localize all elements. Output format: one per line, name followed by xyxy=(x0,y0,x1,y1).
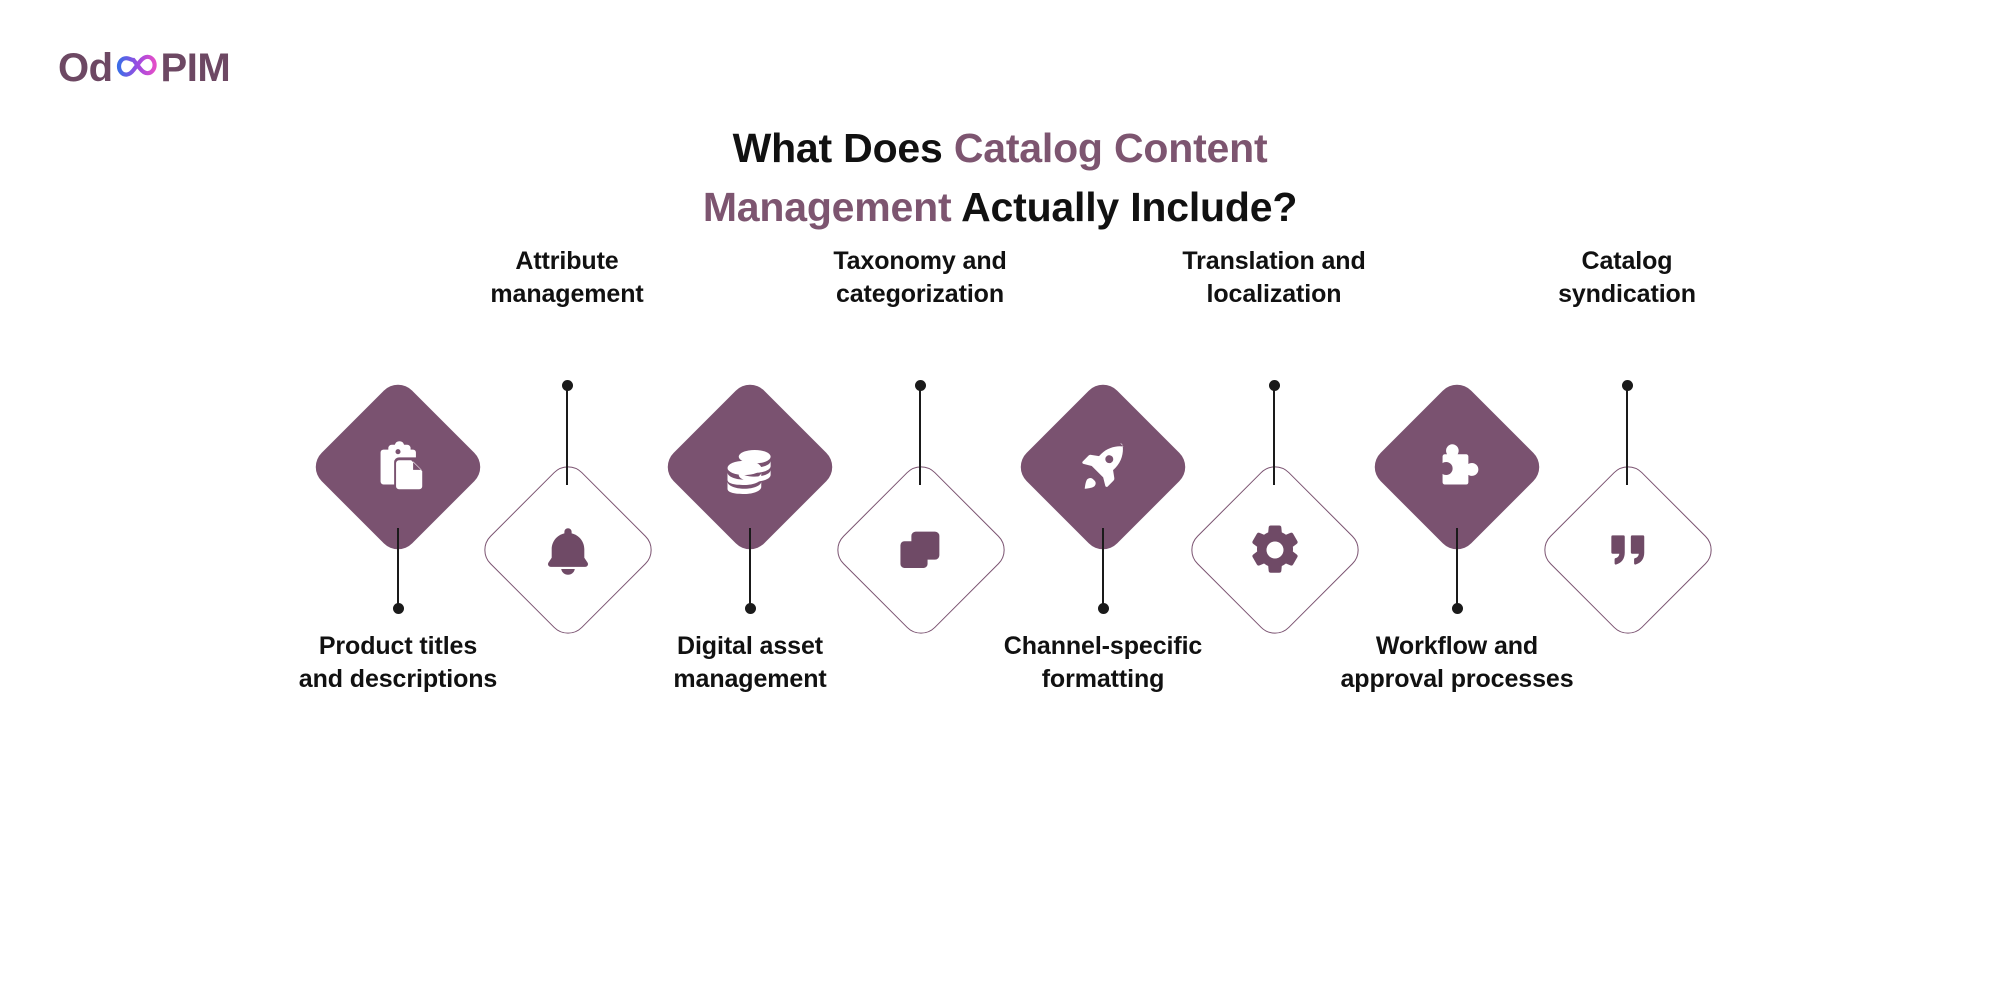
node-label: Translation and localization xyxy=(1114,245,1434,312)
node-label: Catalog syndication xyxy=(1467,245,1787,312)
node-connector-dot xyxy=(914,380,926,391)
clipboard-copy-icon xyxy=(334,403,462,531)
node-diamond xyxy=(307,376,489,558)
node-connector-dot xyxy=(1451,603,1463,614)
diagram-node-digital-asset-management[interactable]: Digital asset management xyxy=(620,300,880,900)
node-label-line-2: and descriptions xyxy=(298,665,498,694)
node-label-line-1: Channel-specific xyxy=(1003,632,1203,660)
diagram-node-product-titles[interactable]: Product titles and descriptions xyxy=(268,300,528,900)
page-title: What Does Catalog Content Management Act… xyxy=(0,119,2000,236)
node-label: Taxonomy and categorization xyxy=(760,245,1080,312)
node-connector-line xyxy=(748,528,752,608)
node-label-line-1: Product titles xyxy=(318,632,478,660)
node-label: Workflow and approval processes xyxy=(1297,630,1617,697)
node-connector-line xyxy=(1272,385,1276,485)
diagram-node-attribute-management[interactable]: Attribute management xyxy=(437,247,697,900)
node-label-line-2: categorization xyxy=(835,280,1005,309)
node-connector-dot xyxy=(561,380,573,391)
node-connector-dot xyxy=(1621,380,1633,391)
title-segment-1: What Does xyxy=(732,125,954,172)
node-diamond xyxy=(829,458,1013,642)
node-label: Product titles and descriptions xyxy=(238,630,558,697)
diagram-node-catalog-syndication[interactable]: Catalog syndication xyxy=(1497,247,1757,900)
node-label-line-1: Translation and xyxy=(1182,247,1366,275)
diagram-node-channel-specific-formatting[interactable]: Channel-specific formatting xyxy=(973,300,1233,900)
puzzle-piece-icon xyxy=(1393,403,1521,531)
node-label: Digital asset management xyxy=(590,630,910,697)
node-connector-line xyxy=(1101,528,1105,608)
node-diamond xyxy=(1536,458,1720,642)
node-label-line-2: localization xyxy=(1206,280,1342,309)
brand-logo: Od PIM xyxy=(58,46,231,90)
node-connector-dot xyxy=(1268,380,1280,391)
node-connector-dot xyxy=(1097,603,1109,614)
title-highlight-2: Management xyxy=(702,184,952,231)
diagram-node-workflow-approval[interactable]: Workflow and approval processes xyxy=(1327,300,1587,900)
node-diamond xyxy=(1012,376,1194,558)
node-label-line-1: Taxonomy and xyxy=(833,247,1007,275)
process-diagram: Product titles and descriptions Attribut… xyxy=(0,247,2000,900)
node-label-line-1: Catalog xyxy=(1581,247,1673,275)
diagram-node-translation-localization[interactable]: Translation and localization xyxy=(1144,247,1404,900)
node-label-line-2: management xyxy=(673,665,827,694)
node-label: Channel-specific formatting xyxy=(943,630,1263,697)
node-connector-line xyxy=(1455,528,1459,608)
node-label-line-2: approval processes xyxy=(1340,665,1574,694)
node-label-line-1: Workflow and xyxy=(1375,632,1539,660)
node-diamond xyxy=(1183,458,1367,642)
node-diamond xyxy=(1366,376,1548,558)
diagram-node-taxonomy-categorization[interactable]: Taxonomy and categorization xyxy=(790,247,1050,900)
node-connector-line xyxy=(565,385,569,485)
rocket-icon xyxy=(1039,403,1167,531)
gear-icon xyxy=(1211,486,1339,614)
node-label-line-1: Digital asset xyxy=(677,632,823,660)
node-label: Attribute management xyxy=(407,245,727,312)
node-label-line-2: syndication xyxy=(1558,280,1696,309)
node-label-line-2: formatting xyxy=(1041,665,1165,694)
node-label-line-2: management xyxy=(490,280,644,309)
coins-stack-icon xyxy=(686,403,814,531)
infinity-icon xyxy=(114,49,160,89)
node-diamond xyxy=(659,376,841,558)
node-label-line-1: Attribute xyxy=(515,247,619,275)
title-highlight-1: Catalog Content xyxy=(953,125,1268,172)
layers-icon xyxy=(857,486,985,614)
bell-icon xyxy=(504,486,632,614)
node-diamond xyxy=(476,458,660,642)
logo-text-suffix: PIM xyxy=(160,46,231,90)
node-connector-line xyxy=(396,528,400,608)
title-segment-3: Actually Include? xyxy=(951,184,1298,231)
node-connector-line xyxy=(918,385,922,485)
logo-text-prefix: Od xyxy=(58,46,113,90)
node-connector-dot xyxy=(392,603,404,614)
node-connector-dot xyxy=(744,603,756,614)
quote-icon xyxy=(1564,486,1692,614)
node-connector-line xyxy=(1625,385,1629,485)
